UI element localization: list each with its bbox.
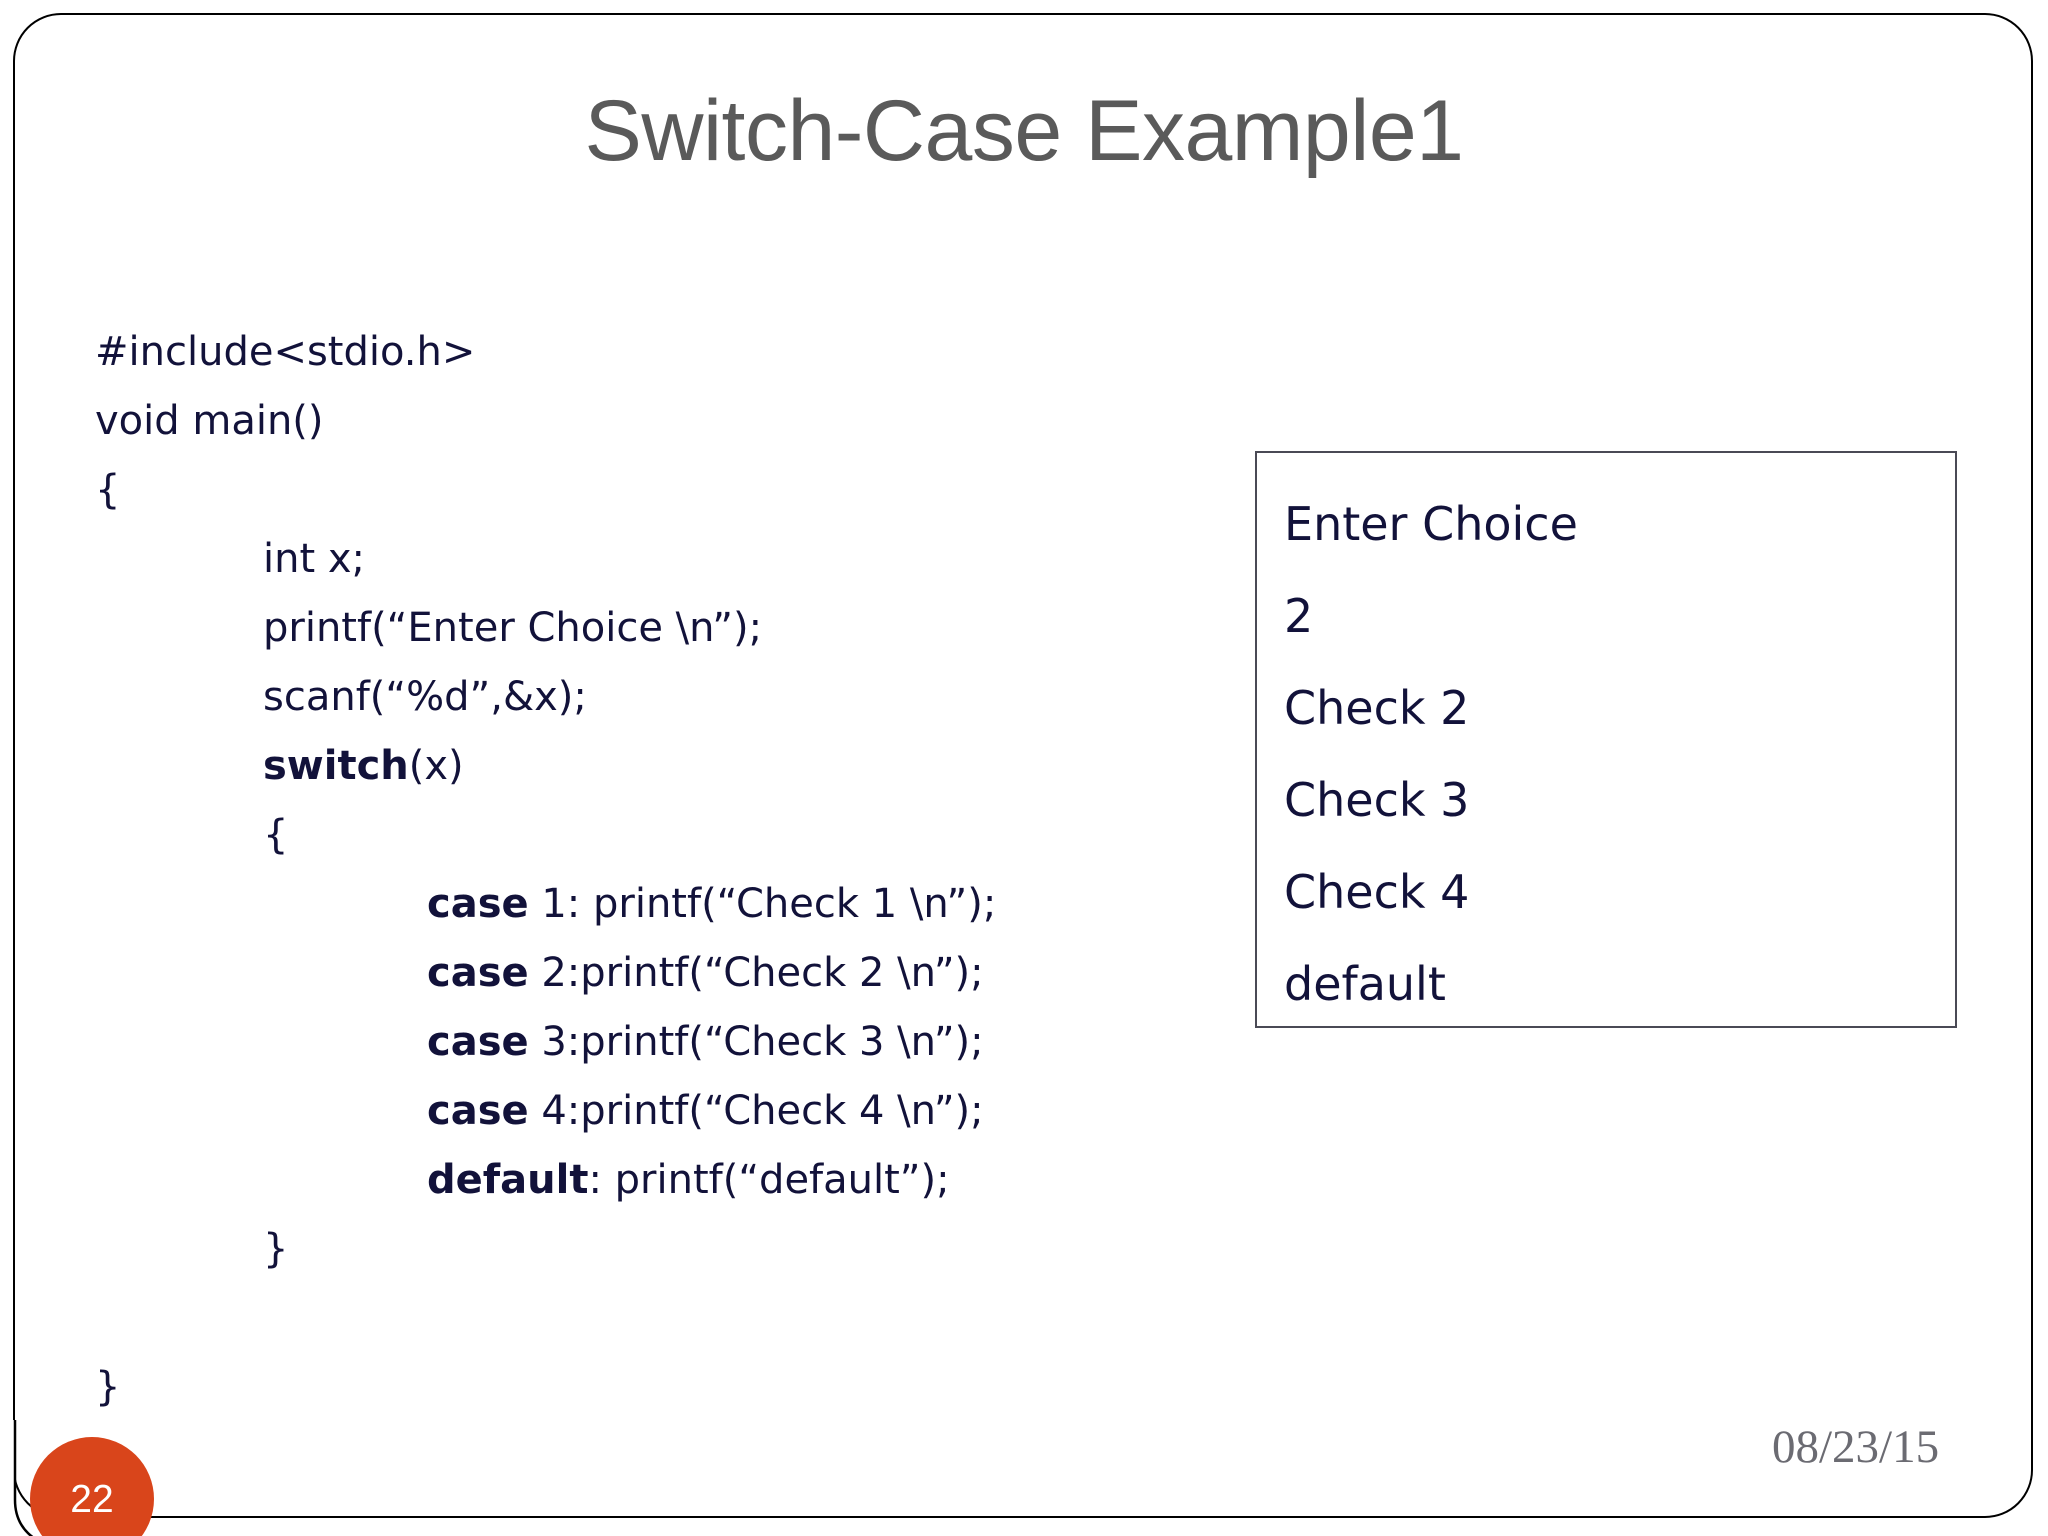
code-text: void main(): [95, 398, 324, 444]
code-text: }: [263, 1226, 289, 1272]
output-line: Check 4: [1284, 865, 1470, 919]
code-line: case 3:printf(“Check 3 \n”);: [95, 1008, 996, 1077]
code-keyword: case: [427, 1019, 529, 1065]
output-line: default: [1284, 957, 1446, 1011]
code-line: int x;: [95, 525, 996, 594]
code-keyword: default: [427, 1157, 589, 1203]
code-line: case 1: printf(“Check 1 \n”);: [95, 870, 996, 939]
output-line: Check 3: [1284, 773, 1470, 827]
code-text: {: [263, 812, 289, 858]
code-text: printf(“Enter Choice \n”);: [263, 605, 763, 651]
code-text: (x): [408, 743, 464, 789]
code-line: [95, 1284, 996, 1353]
slide-number-label: 22: [70, 1477, 114, 1521]
code-text: {: [95, 467, 121, 513]
code-text: : printf(“default”);: [588, 1157, 950, 1203]
code-line: scanf(“%d”,&x);: [95, 663, 996, 732]
code-keyword: case: [427, 950, 529, 996]
code-text: 2:printf(“Check 2 \n”);: [528, 950, 984, 996]
code-text: int x;: [263, 536, 366, 582]
code-line: {: [95, 456, 996, 525]
output-line: 2: [1284, 589, 1314, 643]
code-line: printf(“Enter Choice \n”);: [95, 594, 996, 663]
code-keyword: switch: [263, 743, 409, 789]
code-line: default: printf(“default”);: [95, 1146, 996, 1215]
code-text: 3:printf(“Check 3 \n”);: [528, 1019, 984, 1065]
code-line: switch(x): [95, 732, 996, 801]
code-line: case 2:printf(“Check 2 \n”);: [95, 939, 996, 1008]
output-line: Enter Choice: [1284, 497, 1578, 551]
code-text: 4:printf(“Check 4 \n”);: [528, 1088, 984, 1134]
code-line: }: [95, 1215, 996, 1284]
code-line: }: [95, 1353, 996, 1422]
code-line: #include<stdio.h>: [95, 318, 996, 387]
code-keyword: case: [427, 1088, 529, 1134]
code-text: 1: printf(“Check 1 \n”);: [528, 881, 997, 927]
slide-number-badge: 22: [30, 1437, 154, 1536]
code-text: #include<stdio.h>: [95, 329, 476, 375]
code-keyword: case: [427, 881, 529, 927]
footer-date: 08/23/15: [1772, 1421, 1940, 1473]
code-line: void main(): [95, 387, 996, 456]
code-text: scanf(“%d”,&x);: [263, 674, 587, 720]
output-line: Check 2: [1284, 681, 1470, 735]
code-line: {: [95, 801, 996, 870]
code-line: case 4:printf(“Check 4 \n”);: [95, 1077, 996, 1146]
page-title: Switch-Case Example1: [584, 83, 1464, 179]
code-listing: #include<stdio.h> void main() { int x; print…: [95, 318, 996, 1422]
code-text: }: [95, 1364, 121, 1410]
